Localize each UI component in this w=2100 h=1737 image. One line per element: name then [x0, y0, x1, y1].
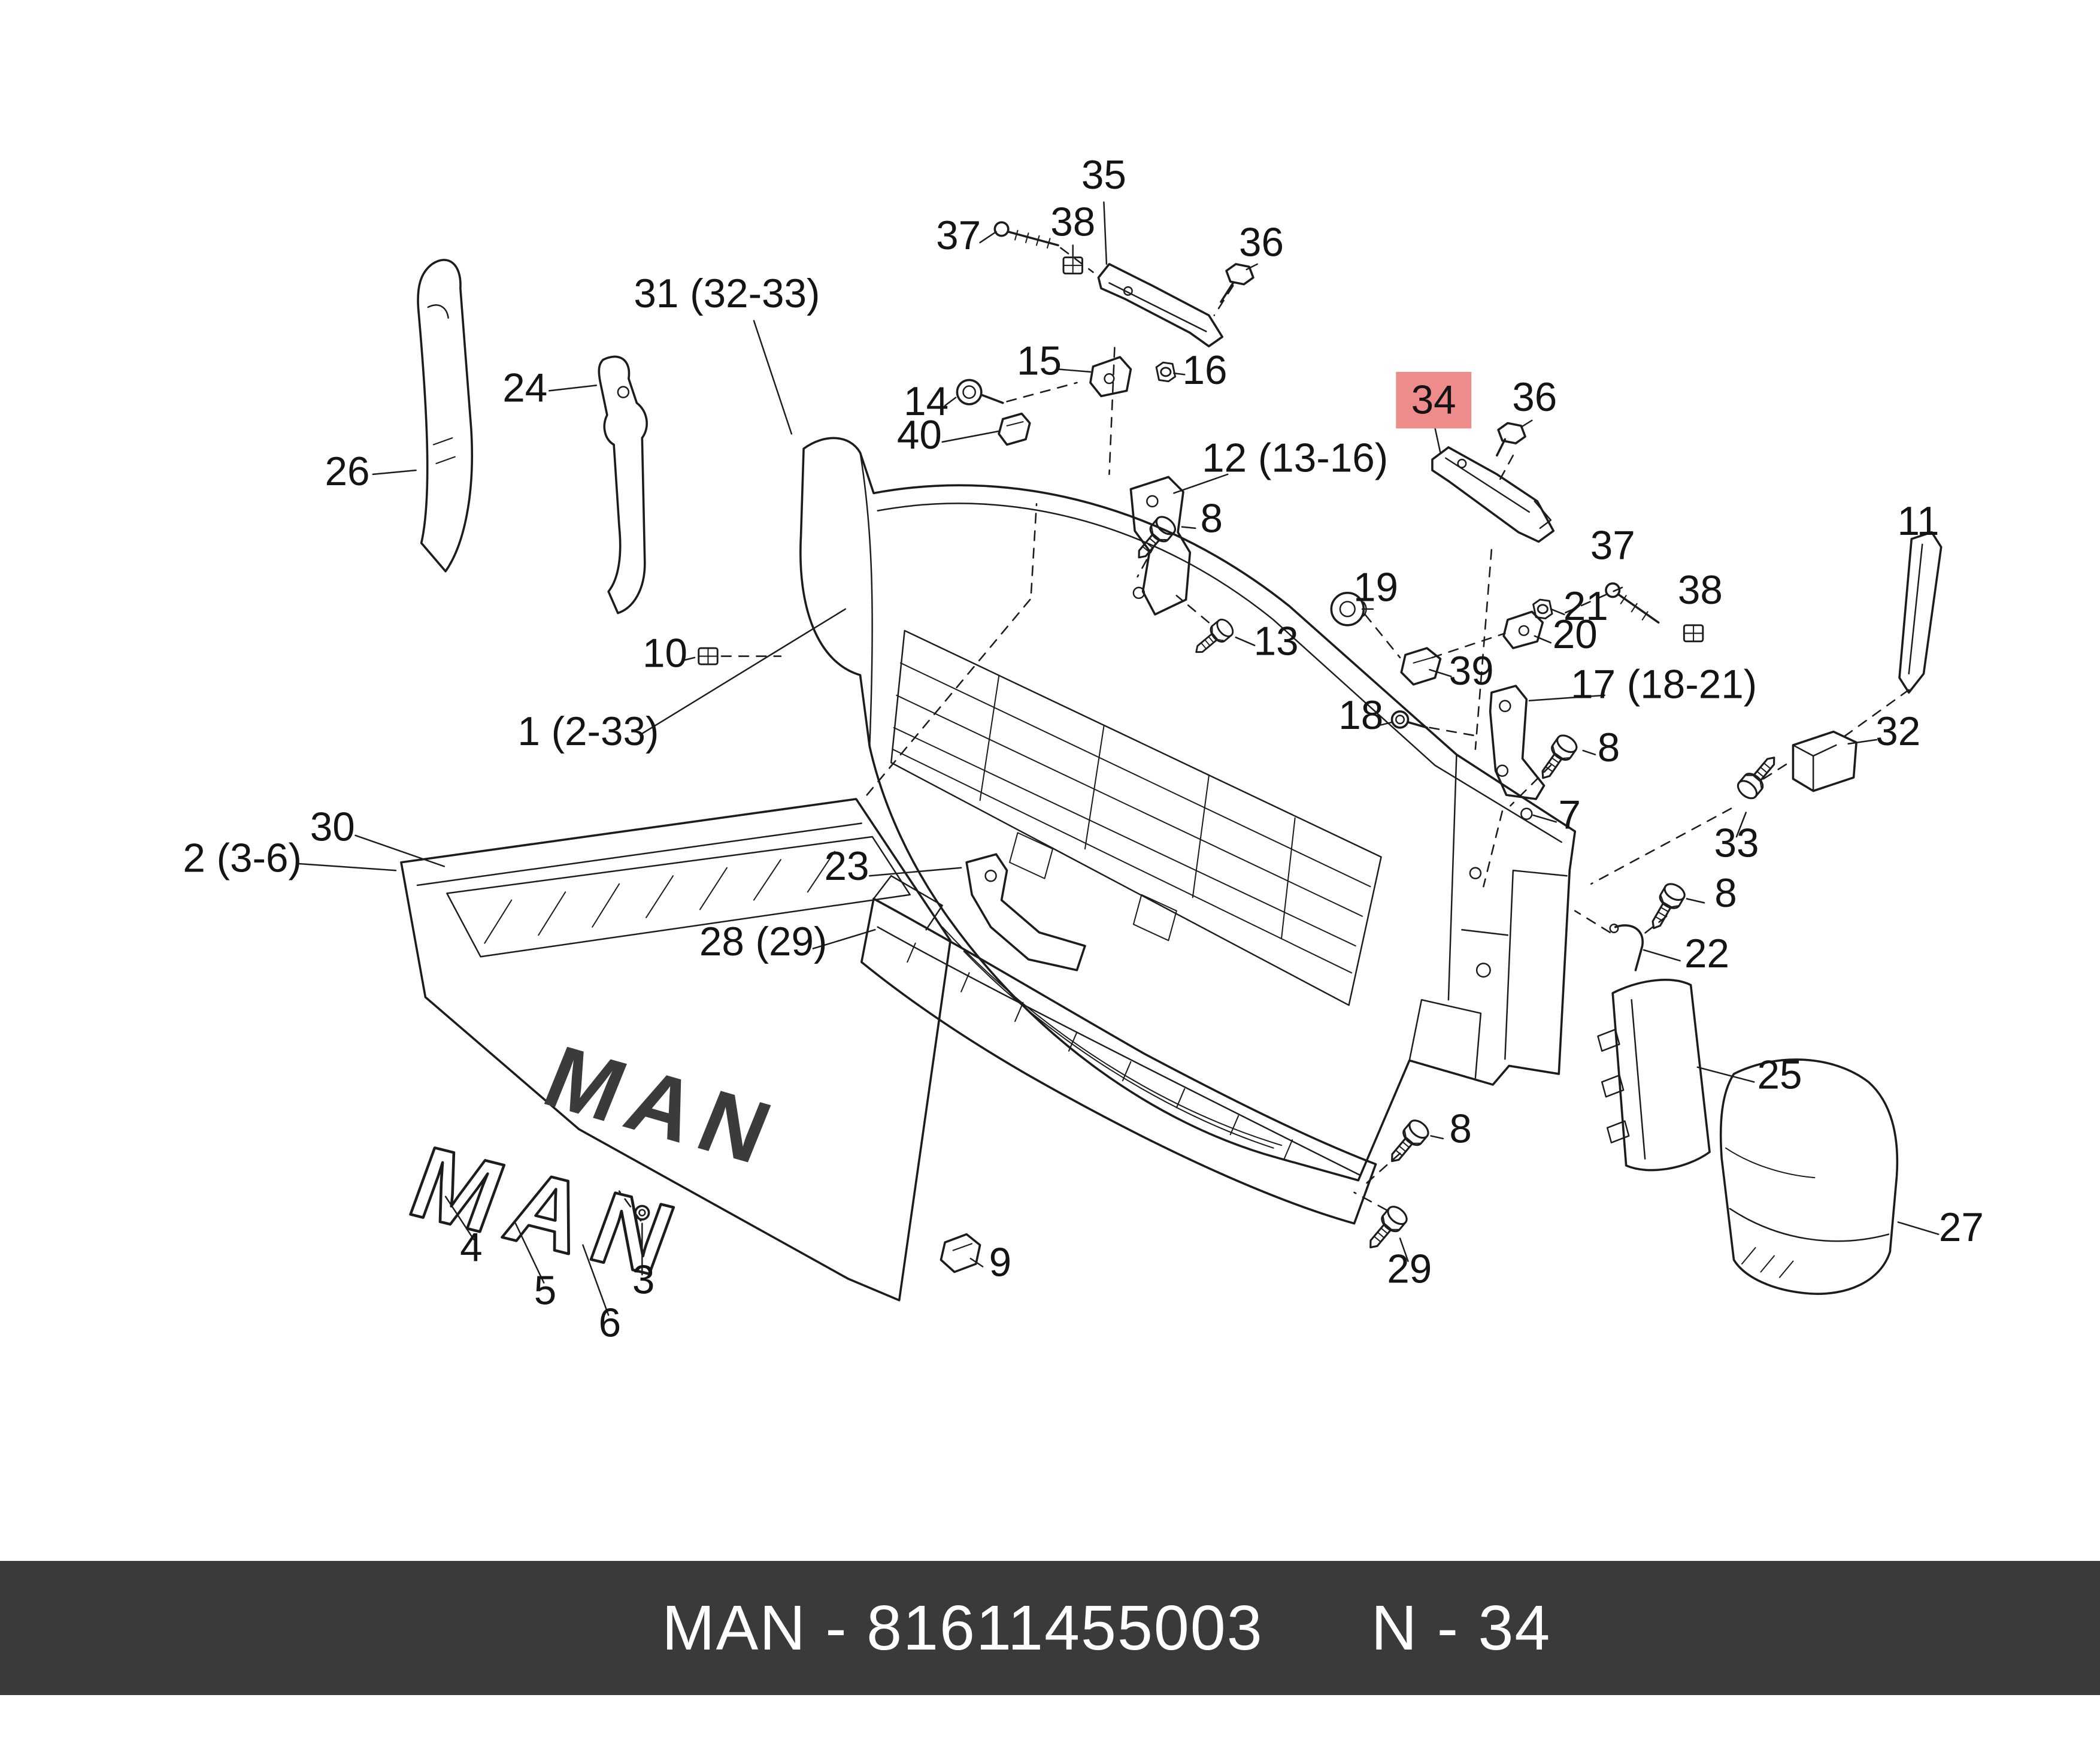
part-label-32[interactable]: 32 — [1875, 709, 1920, 754]
part-36-bolt-right — [1496, 422, 1526, 457]
part-22-hook-rod — [1609, 923, 1644, 972]
part-7-hole — [1520, 807, 1533, 820]
part-label-28-29[interactable]: 28 (29) — [699, 919, 828, 964]
part-8-bolt-corner — [1643, 879, 1689, 935]
part-28-lower-valance — [860, 875, 1377, 1225]
part-label-37[interactable]: 37 — [936, 213, 981, 258]
label-leader-lines — [298, 201, 1940, 1316]
part-11-blade-bracket — [1898, 531, 1943, 694]
diagram-line-art: MAN MAN — [298, 201, 1943, 1316]
part-label-10[interactable]: 10 — [643, 631, 687, 676]
part-21-nut — [1532, 598, 1553, 620]
part-label-5[interactable]: 5 — [534, 1269, 557, 1314]
part-label-18[interactable]: 18 — [1338, 693, 1383, 738]
part-label-9[interactable]: 9 — [989, 1240, 1012, 1285]
part-23-center-bracket — [965, 853, 1086, 972]
part-label-29[interactable]: 29 — [1387, 1247, 1432, 1292]
part-26-pillar-trim — [417, 259, 474, 573]
part-8-bolt-right — [1533, 731, 1581, 786]
part-label-4[interactable]: 4 — [460, 1225, 483, 1270]
part-9-clip — [940, 1233, 981, 1273]
part-14-push-pin — [956, 379, 1004, 405]
part-label-15[interactable]: 15 — [1017, 338, 1062, 383]
part-label-3[interactable]: 3 — [632, 1258, 655, 1303]
footer-bar: MAN - 81611455003 N - 34 — [0, 1561, 2100, 1695]
footer-page-ref: N - 34 — [1371, 1592, 1551, 1663]
part-label-16[interactable]: 16 — [1183, 348, 1228, 393]
part-16-nut — [1155, 361, 1177, 383]
part-27-corner-cap — [1719, 1058, 1899, 1295]
part-1-grille-frame — [799, 437, 1577, 1182]
part-label-11[interactable]: 11 — [1898, 499, 1940, 544]
part-20-bracket — [1502, 610, 1544, 649]
part-label-20[interactable]: 20 — [1553, 612, 1598, 657]
part-label-8[interactable]: 8 — [1201, 497, 1223, 541]
exploded-parts-diagram: MAN MAN — [183, 153, 1984, 1346]
part-label-22[interactable]: 22 — [1684, 931, 1729, 976]
part-32-box-bracket — [1792, 730, 1857, 792]
part-34-bracket — [1431, 446, 1555, 543]
part-10-clip — [697, 647, 719, 665]
part-38-clip-right — [1683, 624, 1704, 643]
part-label-40[interactable]: 40 — [897, 413, 942, 458]
assembly-dashed-lines — [618, 247, 1910, 1222]
part-36-bolt — [1220, 263, 1254, 303]
part-label-1-2-33[interactable]: 1 (2-33) — [517, 709, 659, 754]
part-40-clip — [998, 412, 1031, 446]
part-24-side-bracket — [598, 355, 648, 615]
footer-separator: - — [806, 1592, 867, 1663]
footer-text: MAN - 81611455003 N - 34 — [549, 1520, 1551, 1737]
part-label-19[interactable]: 19 — [1353, 565, 1398, 610]
part-label-27[interactable]: 27 — [1939, 1205, 1984, 1250]
part-label-8[interactable]: 8 — [1598, 725, 1620, 770]
part-label-35[interactable]: 35 — [1081, 153, 1126, 198]
part-label-36[interactable]: 36 — [1512, 375, 1557, 420]
part-17-bracket — [1489, 685, 1546, 800]
part-label-21[interactable]: 21 — [1563, 584, 1608, 629]
part-label-8[interactable]: 8 — [1714, 871, 1737, 916]
part-39-clip — [1400, 647, 1442, 686]
part-15-bracket — [1089, 356, 1132, 398]
footer-part-number: 81611455003 — [866, 1592, 1263, 1663]
part-label-39[interactable]: 39 — [1449, 649, 1494, 694]
part-37-screw — [993, 221, 1059, 249]
part-label-33[interactable]: 33 — [1714, 821, 1759, 866]
part-label-23[interactable]: 23 — [825, 844, 869, 889]
part-label-34[interactable]: 34 — [1411, 378, 1456, 423]
part-25-corner-strip — [1597, 979, 1711, 1172]
part-12-bracket — [1129, 476, 1192, 616]
diagram-stage: MAN MAN — [0, 153, 2100, 1695]
part-38-clip — [1062, 256, 1084, 275]
part-label-17-18-21[interactable]: 17 (18-21) — [1571, 662, 1757, 707]
part-label-25[interactable]: 25 — [1757, 1053, 1802, 1098]
part-33-bolt — [1734, 749, 1784, 803]
part-label-8[interactable]: 8 — [1449, 1107, 1472, 1152]
part-label-38[interactable]: 38 — [1678, 568, 1723, 613]
part-37-screw-right — [1605, 582, 1660, 624]
part-label-6[interactable]: 6 — [599, 1301, 622, 1346]
part-label-31-32-33[interactable]: 31 (32-33) — [634, 271, 820, 316]
part-35-top-bracket — [1097, 263, 1224, 347]
part-label-2-3-6[interactable]: 2 (3-6) — [183, 836, 302, 880]
part-13-bolt — [1189, 615, 1237, 661]
highlighted-label-box — [1396, 371, 1472, 429]
part-label-38[interactable]: 38 — [1050, 200, 1095, 245]
footer-brand: MAN — [662, 1592, 807, 1663]
part-label-13[interactable]: 13 — [1254, 619, 1299, 664]
part-label-30[interactable]: 30 — [310, 805, 355, 850]
part-label-12-13-16[interactable]: 12 (13-16) — [1202, 435, 1388, 480]
part-label-24[interactable]: 24 — [502, 365, 547, 410]
part-label-26[interactable]: 26 — [325, 449, 370, 494]
part-label-7[interactable]: 7 — [1559, 792, 1581, 837]
part-label-14[interactable]: 14 — [904, 379, 949, 424]
part-label-37[interactable]: 37 — [1590, 523, 1635, 568]
part-label-36[interactable]: 36 — [1239, 220, 1284, 265]
part-8-bolt-bottom — [1383, 1116, 1433, 1169]
